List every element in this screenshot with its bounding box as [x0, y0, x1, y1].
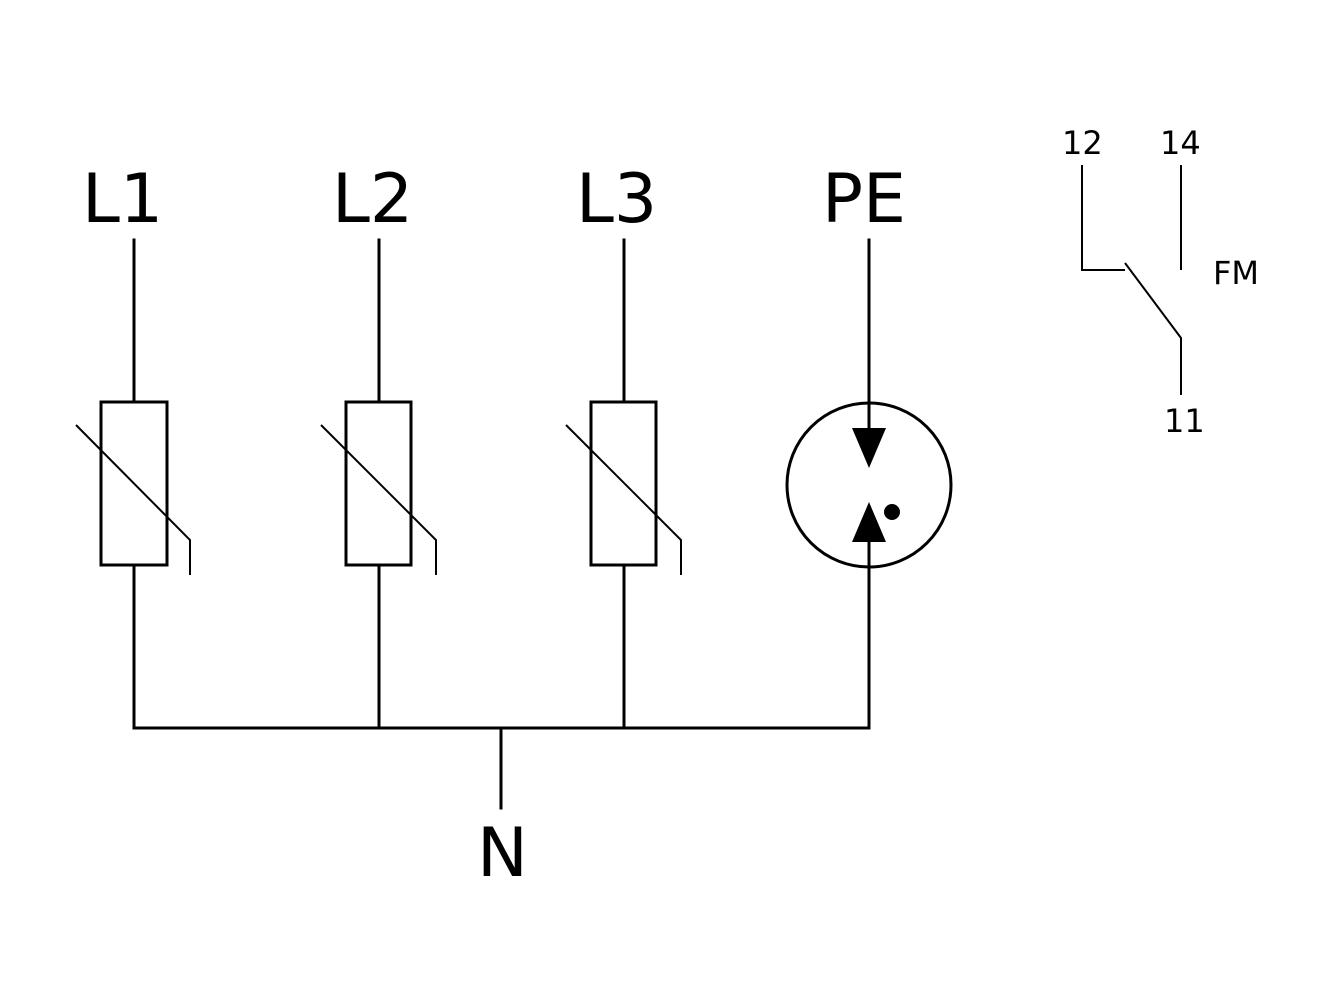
pin-14-label: 14 — [1160, 124, 1201, 162]
varistor-l3-slash — [565, 424, 682, 575]
gdt-arrow-down — [852, 428, 886, 468]
varistor-l1-slash — [75, 424, 191, 575]
varistor-l2-slash — [320, 424, 437, 575]
pin-12-label: 12 — [1062, 124, 1103, 162]
contact-12-line — [1081, 165, 1125, 271]
contact-11-lever — [1124, 262, 1182, 395]
branch-pe: PE — [785, 160, 953, 730]
gdt-dot — [884, 504, 900, 520]
label-pe: PE — [822, 160, 906, 239]
gdt-arrow-up — [852, 502, 886, 542]
label-l2: L2 — [332, 160, 413, 239]
branch-l3: L3 — [565, 160, 682, 730]
branch-l1: L1 — [75, 160, 191, 730]
signal-contact: 12 14 FM 11 — [1062, 124, 1259, 440]
label-n: N — [477, 814, 528, 893]
label-l3: L3 — [576, 160, 657, 239]
neutral-bus: N — [132, 726, 871, 893]
pin-11-label: 11 — [1164, 402, 1205, 440]
contact-name-label: FM — [1213, 254, 1259, 292]
branch-l2: L2 — [320, 160, 437, 730]
label-l1: L1 — [82, 160, 163, 239]
